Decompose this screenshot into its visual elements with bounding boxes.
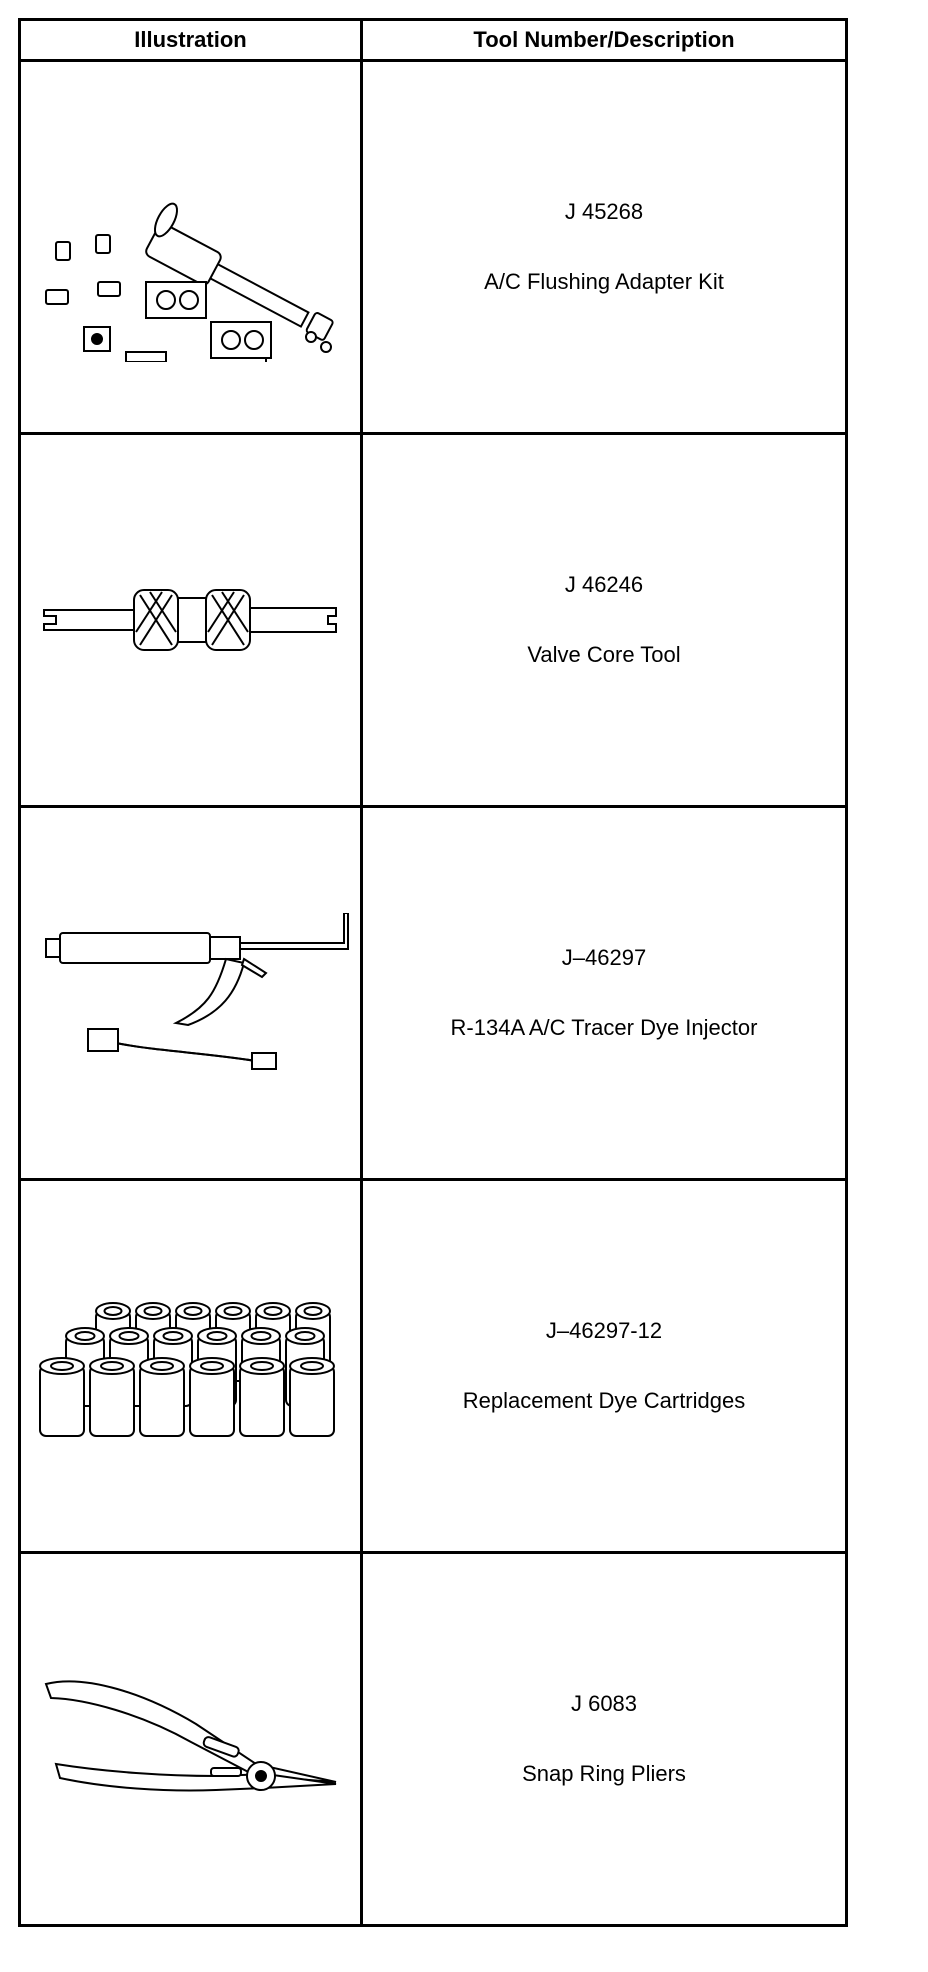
tool-cell: J 46246 Valve Core Tool xyxy=(360,432,848,808)
illustration-cell xyxy=(18,1551,363,1927)
illustration-cell xyxy=(18,432,363,808)
tool-description: Snap Ring Pliers xyxy=(522,1761,686,1786)
valve-core-tool-icon xyxy=(42,589,337,651)
table-row: J 46246 Valve Core Tool xyxy=(18,432,848,808)
illustration-cell xyxy=(18,1178,363,1554)
table-row: J 6083 Snap Ring Pliers xyxy=(18,1551,848,1927)
table-row: J–46297-12 Replacement Dye Cartridges xyxy=(18,1178,848,1554)
tool-number: J–46297-12 xyxy=(545,1318,663,1343)
tool-header: Tool Number/Description xyxy=(360,18,848,62)
tool-description: A/C Flushing Adapter Kit xyxy=(484,269,724,294)
table-row: J 45268 A/C Flushing Adapter Kit xyxy=(18,59,848,435)
tool-cell: J–46297 R-134A A/C Tracer Dye Injector xyxy=(360,805,848,1181)
special-tools-table: Illustration Tool Number/Description xyxy=(18,18,848,1927)
table-row: J–46297 R-134A A/C Tracer Dye Injector xyxy=(18,805,848,1181)
tool-cell: J–46297-12 Replacement Dye Cartridges xyxy=(360,1178,848,1554)
tool-cell: J 45268 A/C Flushing Adapter Kit xyxy=(360,59,848,435)
dye-injector-icon xyxy=(44,913,349,1070)
tool-number: J–46297 xyxy=(561,945,647,970)
flushing-adapter-kit-icon xyxy=(44,202,334,362)
tool-number: J 45268 xyxy=(564,199,644,224)
header-row: Illustration Tool Number/Description xyxy=(18,18,848,62)
tool-cell: J 6083 Snap Ring Pliers xyxy=(360,1551,848,1927)
tool-description: Valve Core Tool xyxy=(527,642,681,667)
tool-description: R-134A A/C Tracer Dye Injector xyxy=(450,1015,758,1040)
illustration-header: Illustration xyxy=(18,18,363,62)
dye-cartridges-icon xyxy=(38,1302,335,1437)
tool-number: J 6083 xyxy=(570,1691,638,1716)
illustration-cell xyxy=(18,805,363,1181)
tool-description: Replacement Dye Cartridges xyxy=(462,1388,746,1413)
illustration-cell xyxy=(18,59,363,435)
tool-number: J 46246 xyxy=(564,572,644,597)
snap-ring-pliers-icon xyxy=(44,1680,336,1792)
